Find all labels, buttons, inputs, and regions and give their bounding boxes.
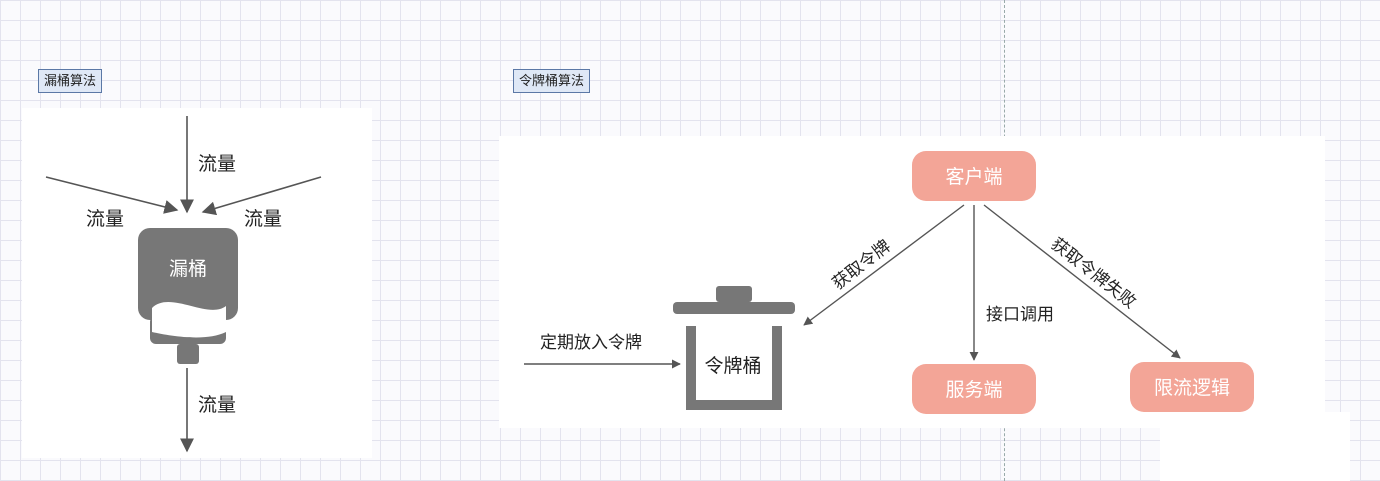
token-bucket-label: 令牌桶 bbox=[704, 355, 761, 377]
blank-overlay bbox=[1160, 412, 1350, 481]
inflow-top-label: 流量 bbox=[198, 153, 236, 175]
limit-logic-label: 限流逻辑 bbox=[1154, 377, 1230, 399]
inflow-left-arrow bbox=[45, 176, 179, 214]
get-fail-label: 获取令牌失败 bbox=[1047, 234, 1140, 313]
limit-logic-node[interactable] bbox=[1130, 362, 1254, 412]
leaky-bucket-title[interactable]: 漏桶算法 bbox=[38, 69, 103, 93]
server-node[interactable] bbox=[912, 364, 1036, 414]
inflow-left-label: 流量 bbox=[86, 208, 124, 230]
inflow-right-label: 流量 bbox=[244, 208, 282, 230]
put-token-label: 定期放入令牌 bbox=[540, 333, 642, 353]
leaky-bucket-icon bbox=[138, 228, 238, 364]
inflow-right-arrow bbox=[201, 176, 322, 216]
get-fail-arrow bbox=[983, 204, 1181, 359]
token-bucket-title[interactable]: 令牌桶算法 bbox=[513, 69, 591, 93]
token-bucket-icon bbox=[673, 286, 795, 410]
leaky-bucket-label: 漏桶 bbox=[169, 258, 207, 280]
call-api-label: 接口调用 bbox=[986, 305, 1054, 325]
get-token-arrow bbox=[803, 204, 965, 326]
client-node[interactable] bbox=[912, 151, 1036, 201]
server-label: 服务端 bbox=[945, 379, 1002, 401]
client-label: 客户端 bbox=[945, 166, 1002, 188]
outflow-label: 流量 bbox=[198, 394, 236, 416]
